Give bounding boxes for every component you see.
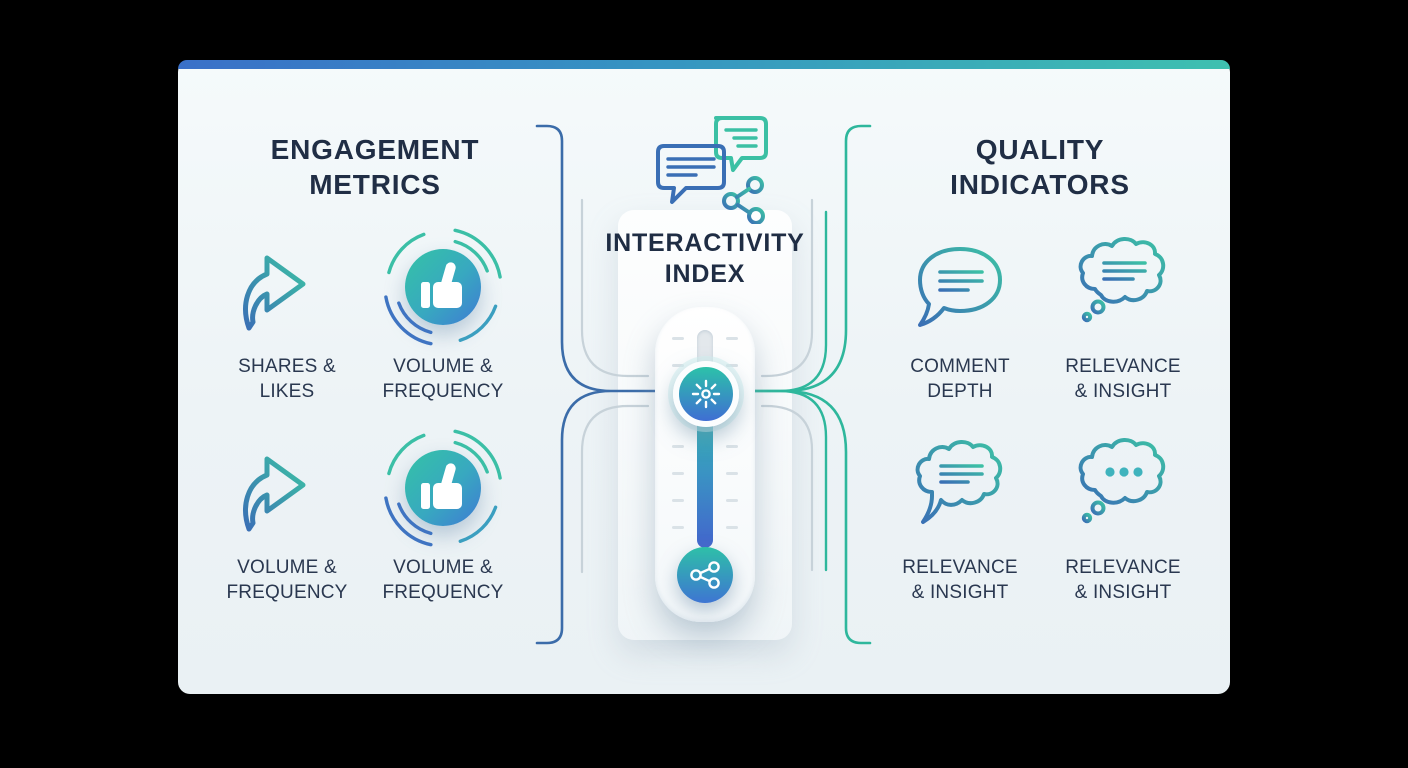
pulse-arcs [384, 429, 502, 547]
slider-knob [673, 361, 739, 427]
right-panel-title: QUALITY INDICATORS [950, 134, 1130, 200]
thought-cloud-dots-icon [1073, 434, 1173, 534]
thumbs-up-icon [383, 428, 503, 548]
sparkle-icon [691, 379, 721, 409]
item-label: RELEVANCE & INSIGHT [1065, 557, 1181, 603]
share-nodes-icon [690, 561, 720, 589]
share-arrow-icon [237, 238, 337, 338]
item-label: VOLUME & FREQUENCY [382, 557, 504, 603]
item-label: RELEVANCE & INSIGHT [902, 557, 1018, 603]
item-label: COMMENT DEPTH [910, 356, 1010, 402]
infographic-card: ENGAGEMENT METRICS QUALITY INDICATORS [178, 60, 1230, 694]
thumbs-up-icon [383, 227, 503, 347]
gradient-top-bar [178, 60, 1230, 69]
thought-cloud-lines-icon [1073, 233, 1173, 333]
item-label: SHARES & LIKES [238, 356, 336, 402]
item-label: VOLUME & FREQUENCY [382, 356, 504, 402]
pulse-arcs [384, 228, 502, 346]
item-label: RELEVANCE & INSIGHT [1065, 356, 1181, 402]
item-label: VOLUME & FREQUENCY [226, 557, 348, 603]
speech-bubble-icon [910, 237, 1010, 337]
cloud-speech-lines-icon [910, 436, 1010, 536]
share-arrow-icon [237, 439, 337, 539]
slider-bottom-badge [677, 547, 733, 603]
left-panel-title: ENGAGEMENT METRICS [270, 134, 480, 200]
chat-bubbles-network-icon [638, 106, 774, 224]
center-title: INTERACTIVITY INDEX [605, 229, 805, 288]
